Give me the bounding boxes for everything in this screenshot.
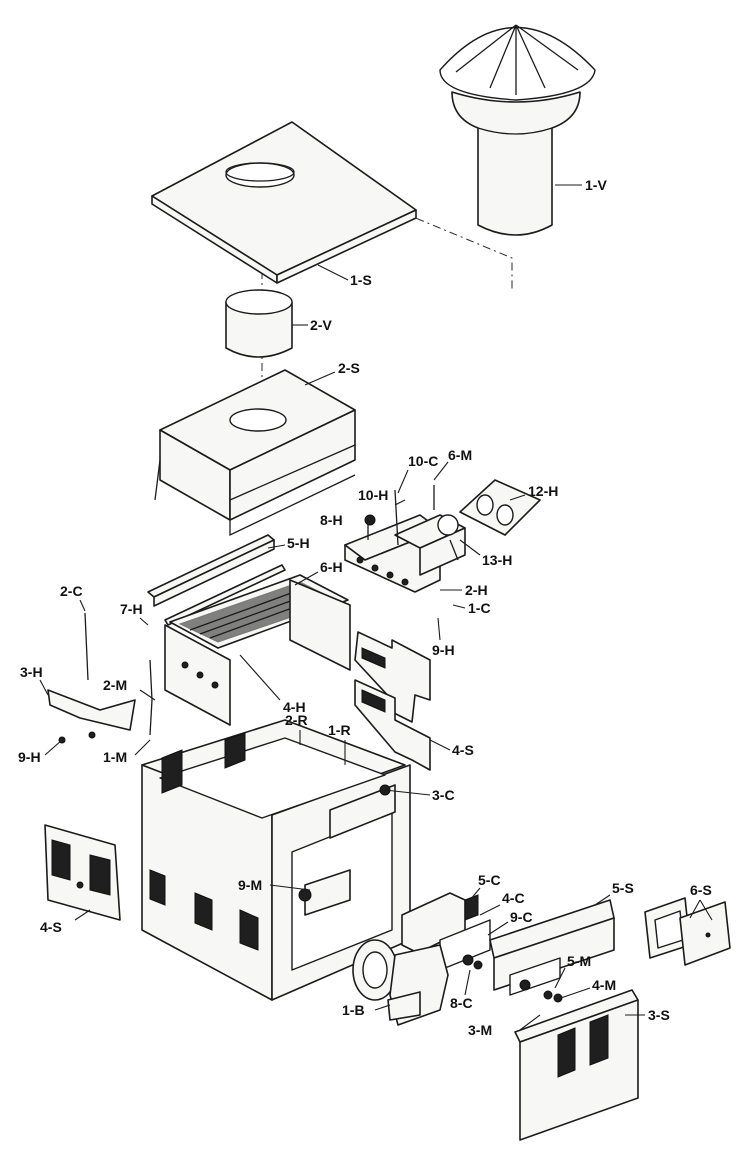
left-bracket-part	[47, 612, 153, 744]
flue-hood-part	[154, 369, 356, 537]
callout-4-S-right: 4-S	[452, 742, 474, 758]
callout-6-S: 6-S	[690, 882, 712, 898]
callout-2-C: 2-C	[60, 583, 83, 599]
callout-5-H: 5-H	[287, 535, 310, 551]
callout-9-H-left: 9-H	[18, 749, 41, 765]
callout-2-R: 2-R	[285, 712, 308, 728]
callout-3-C: 3-C	[432, 787, 455, 803]
callout-5-C: 5-C	[478, 872, 501, 888]
top-panel-part	[151, 121, 417, 284]
heat-exchanger-part	[164, 574, 351, 726]
control-box-part	[401, 892, 491, 971]
callout-6-M: 6-M	[448, 447, 472, 463]
header-part	[344, 479, 541, 593]
trim-pieces-part	[644, 897, 731, 966]
callout-7-H: 7-H	[120, 601, 143, 617]
blower-part	[352, 939, 449, 1026]
callout-1-M: 1-M	[103, 749, 127, 765]
callout-9-H-top: 9-H	[432, 642, 455, 658]
callout-3-S: 3-S	[648, 1007, 670, 1023]
callout-8-H: 8-H	[320, 512, 343, 528]
callout-2-H: 2-H	[465, 582, 488, 598]
callout-2-S: 2-S	[338, 360, 360, 376]
vent-collar-part	[225, 289, 293, 358]
callout-9-C: 9-C	[510, 909, 533, 925]
callout-5-S: 5-S	[612, 880, 634, 896]
callout-4-M: 4-M	[592, 977, 616, 993]
callout-2-M: 2-M	[103, 677, 127, 693]
callout-9-M: 9-M	[238, 877, 262, 893]
callout-4-S-left: 4-S	[40, 919, 62, 935]
callout-3-H: 3-H	[20, 664, 43, 680]
callout-6-H: 6-H	[320, 559, 343, 575]
callout-13-H: 13-H	[482, 552, 512, 568]
vent-cap-part	[439, 24, 596, 236]
callout-8-C: 8-C	[450, 995, 473, 1011]
callout-2-V: 2-V	[310, 317, 332, 333]
callout-5-M: 5-M	[567, 953, 591, 969]
callout-1-B: 1-B	[342, 1002, 365, 1018]
callout-1-S: 1-S	[350, 272, 372, 288]
callout-1-R: 1-R	[328, 722, 351, 738]
callout-10-H: 10-H	[358, 487, 388, 503]
callout-1-V: 1-V	[585, 177, 607, 193]
callout-10-C: 10-C	[408, 453, 438, 469]
front-door-part	[514, 989, 639, 1141]
callout-4-H: 4-H	[283, 699, 306, 715]
leader-lines	[39, 184, 713, 1031]
callout-1-C: 1-C	[468, 600, 491, 616]
side-panel-left-part	[44, 824, 121, 921]
front-trim-part	[489, 899, 615, 1003]
callout-3-M: 3-M	[468, 1022, 492, 1038]
callout-4-C: 4-C	[502, 890, 525, 906]
baffle-part	[147, 534, 286, 626]
side-panel-right-part	[354, 631, 431, 771]
callout-12-H: 12-H	[528, 483, 558, 499]
